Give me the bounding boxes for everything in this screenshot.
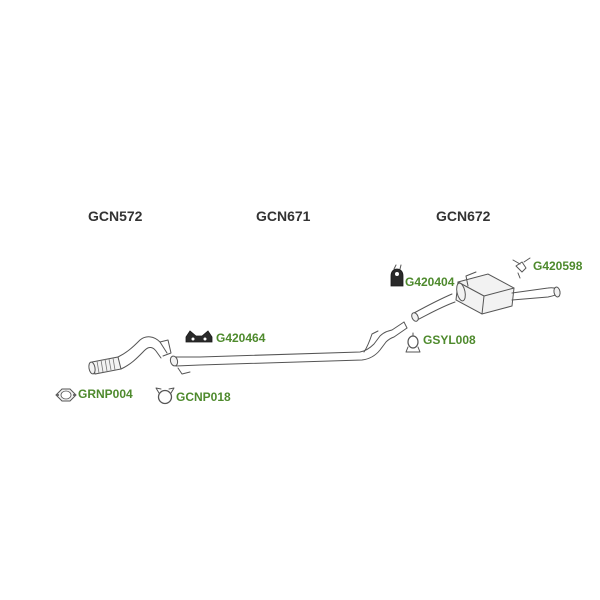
section-label-rear[interactable]: GCN672: [436, 208, 491, 224]
rubber-hanger-icon[interactable]: [390, 264, 404, 287]
part-link-hanger-rear-top[interactable]: G420598: [533, 259, 583, 273]
clamp-icon[interactable]: [405, 332, 421, 353]
front-pipe[interactable]: [88, 336, 172, 375]
gasket-icon[interactable]: [55, 388, 77, 402]
section-label-front[interactable]: GCN572: [88, 208, 143, 224]
middle-pipe[interactable]: [169, 321, 408, 375]
rubber-hanger-icon[interactable]: [512, 257, 531, 279]
part-link-gasket-front[interactable]: GRNP004: [78, 387, 133, 401]
rubber-hanger-icon[interactable]: [185, 330, 213, 343]
part-link-clamp-front[interactable]: GCNP018: [176, 390, 231, 404]
part-link-hanger-rear[interactable]: G420404: [405, 275, 455, 289]
section-label-middle[interactable]: GCN671: [256, 208, 311, 224]
part-link-hanger-middle[interactable]: G420464: [216, 331, 266, 345]
rear-silencer[interactable]: [410, 271, 561, 322]
part-link-clamp-rear[interactable]: GSYL008: [423, 333, 476, 347]
clamp-icon[interactable]: [155, 387, 175, 405]
